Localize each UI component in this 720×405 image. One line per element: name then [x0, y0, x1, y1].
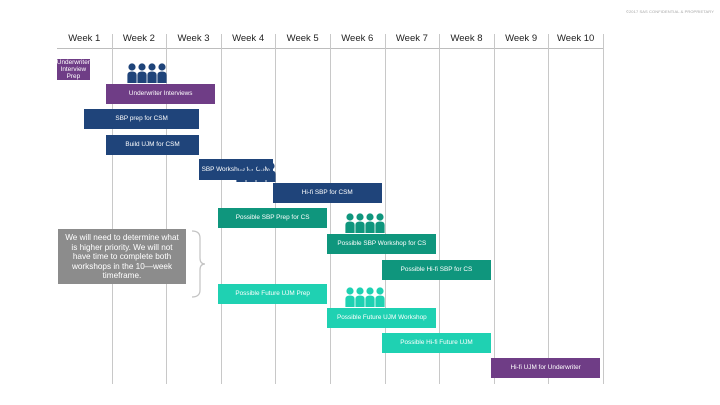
task-bar: Possible Future UJM Prep [218, 284, 328, 304]
week-label: Week 3 [177, 33, 210, 44]
week-label: Week 8 [450, 33, 483, 44]
task-bar: Hi-fi SBP for CSM [272, 183, 382, 203]
bracket-icon [191, 230, 206, 298]
priority-note: We will need to determine what is higher… [58, 229, 186, 284]
week-label: Week 1 [68, 33, 101, 44]
week-label: Week 10 [557, 33, 595, 44]
people-group-icon [236, 162, 276, 182]
task-bar: Possible Future UJM Workshop [327, 308, 437, 328]
week-gridline [603, 34, 604, 384]
week-gridline [439, 34, 441, 384]
week-gridline [548, 34, 550, 384]
task-bar: Possible Hi-fi Future UJM [381, 333, 492, 353]
task-bar: Build UJM for CSM [106, 135, 199, 155]
task-bar: Hi-fi UJM for Underwriter [491, 358, 601, 378]
people-group-icon [345, 213, 385, 233]
people-group-icon [345, 287, 385, 307]
task-bar: Underwriter Interviews [106, 84, 216, 104]
week-gridline [384, 34, 386, 384]
week-label: Week 4 [232, 33, 265, 44]
week-label: Week 5 [286, 33, 319, 44]
week-gridline [166, 34, 168, 384]
task-bar: Possible SBP Prep for CS [218, 208, 328, 228]
week-gridline [111, 34, 113, 384]
week-label: Week 2 [122, 33, 155, 44]
week-label: Week 9 [505, 33, 538, 44]
task-bar: SBP prep for CSM [84, 109, 199, 129]
week-label: Week 7 [395, 33, 428, 44]
confidential-notice: ©2017 SAS CONFIDENTIAL & PROPRIETARY [625, 9, 714, 14]
people-group-icon [127, 63, 167, 83]
task-bar: Possible SBP Workshop for CS [327, 234, 437, 254]
week-label: Week 6 [341, 33, 374, 44]
task-bar: Possible Hi-fi SBP for CS [381, 260, 492, 280]
week-gridline [493, 34, 495, 384]
week-gridline [330, 34, 331, 384]
task-bar: Underwriter Interview Prep [56, 58, 90, 81]
